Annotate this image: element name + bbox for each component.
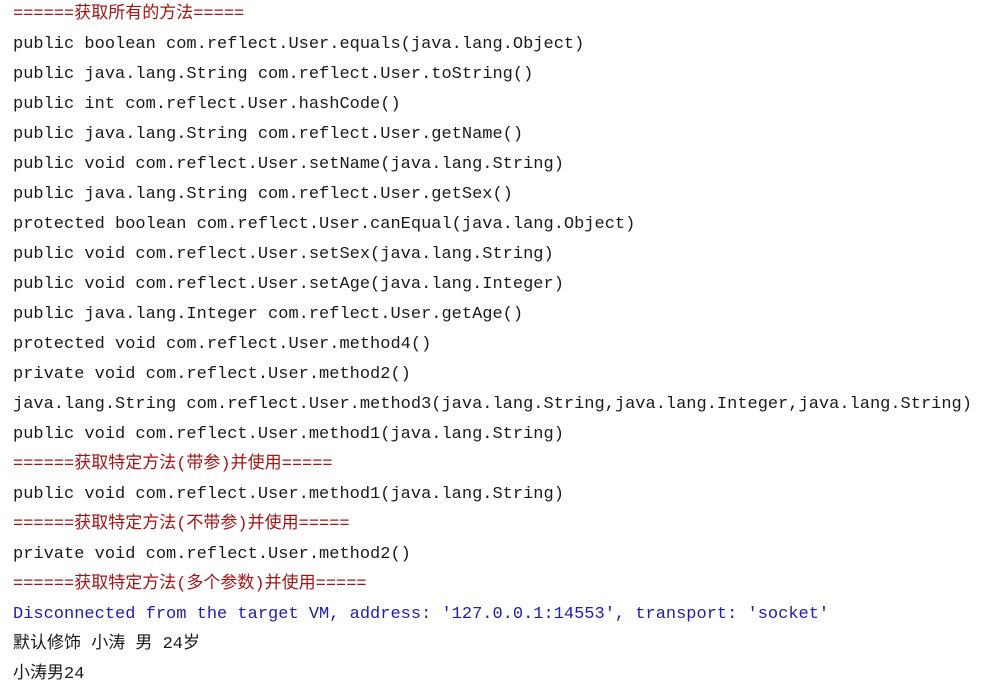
program-output-line: 默认修饰 小涛 男 24岁	[13, 635, 201, 654]
method-line: public void com.reflect.User.method1(jav…	[13, 425, 564, 444]
method-line: public void com.reflect.User.setAge(java…	[13, 275, 564, 294]
method-line: private void com.reflect.User.method2()	[13, 365, 411, 384]
method-line: public void com.reflect.User.setSex(java…	[13, 245, 554, 264]
method-line: java.lang.String com.reflect.User.method…	[13, 395, 972, 414]
section-header-specific-method-no-params: ======获取特定方法(不带参)并使用=====	[13, 515, 350, 534]
program-output-line: 小涛男24	[13, 665, 85, 684]
method-line: protected boolean com.reflect.User.canEq…	[13, 215, 636, 234]
method-line: public java.lang.String com.reflect.User…	[13, 185, 513, 204]
method-line: private void com.reflect.User.method2()	[13, 545, 411, 564]
section-header-specific-method-with-params: ======获取特定方法(带参)并使用=====	[13, 455, 333, 474]
method-line: public void com.reflect.User.setName(jav…	[13, 155, 564, 174]
method-line: public java.lang.Integer com.reflect.Use…	[13, 305, 524, 324]
console-output: ======获取所有的方法===== public boolean com.re…	[13, 0, 991, 690]
method-line: public int com.reflect.User.hashCode()	[13, 95, 401, 114]
method-line: public void com.reflect.User.method1(jav…	[13, 485, 564, 504]
method-line: public java.lang.String com.reflect.User…	[13, 65, 534, 84]
vm-disconnect-message: Disconnected from the target VM, address…	[13, 605, 830, 624]
section-header-specific-method-multi-params: ======获取特定方法(多个参数)并使用=====	[13, 575, 367, 594]
method-line: protected void com.reflect.User.method4(…	[13, 335, 432, 354]
section-header-all-methods: ======获取所有的方法=====	[13, 5, 245, 24]
method-line: public boolean com.reflect.User.equals(j…	[13, 35, 585, 54]
method-line: public java.lang.String com.reflect.User…	[13, 125, 524, 144]
